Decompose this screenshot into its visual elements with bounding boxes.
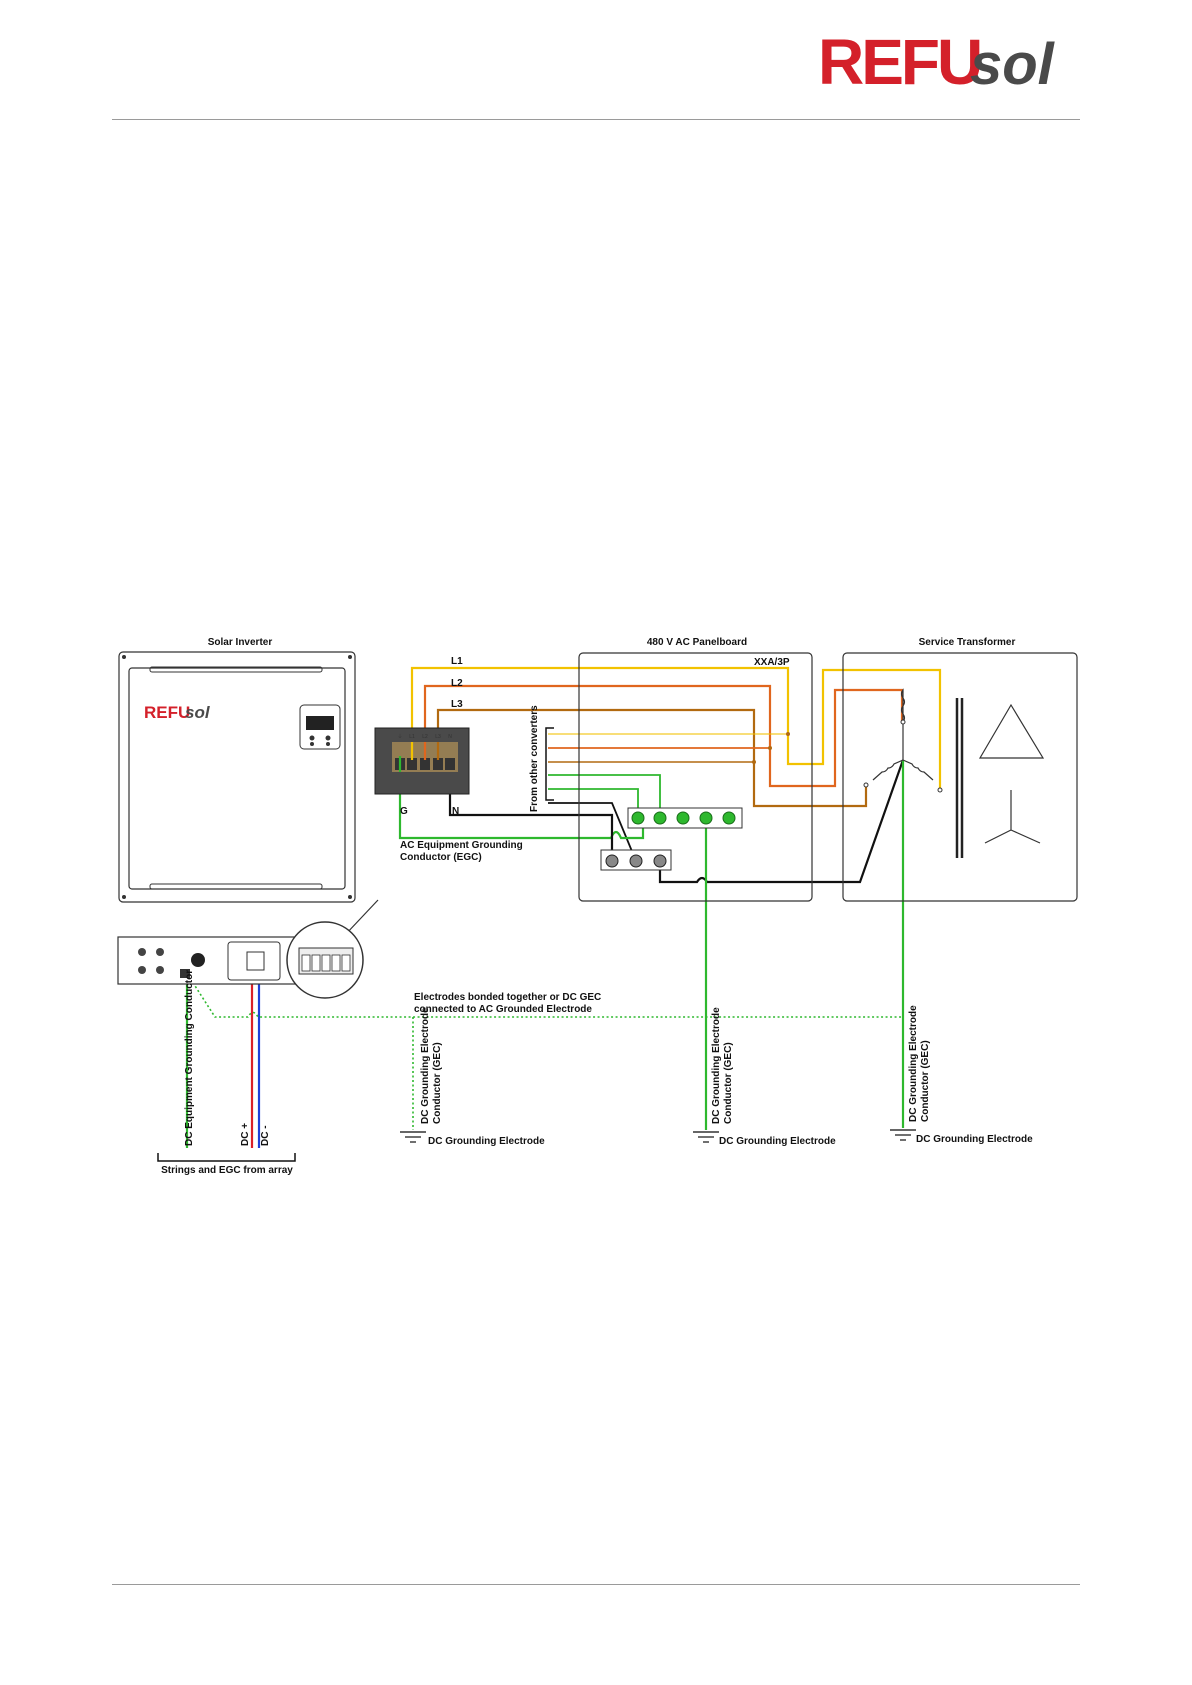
wye-secondary-coils [872,688,934,781]
svg-text:L2: L2 [422,734,428,740]
inverter-screw [122,895,126,899]
panelboard-title: 480 V AC Panelboard [647,637,747,648]
label-g: G [400,806,408,817]
inverter-screw [122,655,126,659]
inverter-title: Solar Inverter [208,637,273,648]
inverter-bottom-ridge [149,883,323,890]
secondary-terminal [937,787,943,793]
svg-text:N: N [448,734,452,740]
inverter-button [310,742,314,746]
ground-symbol-transformer [890,1129,916,1141]
panelboard-enclosure [578,652,813,902]
inverter-knob [138,966,146,974]
wire-l3 [436,708,868,808]
inverter-knob [156,966,164,974]
ground-symbol-dc [400,1131,426,1143]
neutral-bar-lugs [605,854,667,868]
dc-ge-label-3: DC Grounding Electrode [916,1134,1033,1145]
label-l1: L1 [451,656,463,667]
dc-switch [246,951,265,971]
refusol-logo: REFU sol [818,28,1056,90]
label-n: N [452,806,459,817]
inverter-logo-refu: REFU [144,703,190,722]
other-converters-bracket [545,727,554,801]
dc-egc-label: DC Equipment Grounding Conductor [184,970,195,1146]
dc-gec-label-3a: DC Grounding Electrode [908,1005,919,1122]
inverter-screw [348,895,352,899]
dc-ground-terminal [180,969,190,978]
inverter-button [309,735,315,741]
dc-gec-label-3b: Conductor (GEC) [920,1040,931,1122]
wire-other-g1 [548,774,661,818]
inverter-knob [138,948,146,956]
inverter-screw [348,655,352,659]
label-l2: L2 [451,678,463,689]
electrodes-bonded-line2: connected to AC Grounded Electrode [414,1004,592,1015]
magnified-terminals [301,954,351,972]
junction-dot [786,732,790,736]
ground-symbol-panel [693,1131,719,1143]
strings-bracket [157,1153,296,1162]
svg-text:⏚: ⏚ [397,733,402,740]
wye-primary-symbol [984,790,1041,844]
inverter-top-ridge [149,666,323,673]
dc-minus-label: DC - [260,1125,271,1146]
junction-dot [752,760,756,764]
ground-bar-lugs [631,811,736,825]
dc-gec-label-1a: DC Grounding Electrode [420,1007,431,1124]
dc-gec-label-2a: DC Grounding Electrode [711,1007,722,1124]
transformer-enclosure [842,652,1078,902]
breaker-rating: XXA/3P [754,657,790,668]
ac-egc-label-line1: AC Equipment Grounding [400,840,523,851]
header-divider [112,119,1080,120]
inverter-rotary-switch [191,953,205,967]
inverter-logo-sol: sol [185,703,211,722]
dc-gec-label-2b: Conductor (GEC) [723,1042,734,1124]
strings-label: Strings and EGC from array [161,1165,293,1176]
inverter-knob [156,948,164,956]
wire-l2 [423,684,904,788]
wire-other-n [548,802,637,862]
svg-text:L3: L3 [435,734,441,740]
inverter-display-screen [306,716,334,730]
footer-divider [112,1584,1080,1585]
magnifier-leader [344,899,379,936]
electrodes-bonded-line1: Electrodes bonded together or DC GEC [414,992,601,1003]
dc-gec-label-1b: Conductor (GEC) [432,1042,443,1124]
svg-text:L1: L1 [409,734,415,740]
junction-dot [768,746,772,750]
transformer-title: Service Transformer [919,637,1016,648]
label-l3: L3 [451,699,463,710]
logo-refu-text: REFU [818,28,980,90]
inverter-button [326,742,330,746]
inverter-inner-panel [128,667,346,890]
secondary-terminal [900,719,906,725]
ac-egc-label-line2: Conductor (EGC) [400,852,482,863]
dc-plus-label: DC + [240,1123,251,1146]
dc-ge-label-1: DC Grounding Electrode [428,1136,545,1147]
inverter-button [325,735,331,741]
from-other-converters-label: From other converters [529,705,540,812]
secondary-terminal [863,782,869,788]
wire-electrode-bond [187,974,903,1018]
wire-l1 [410,666,942,790]
logo-sol-text: sol [970,32,1056,90]
delta-primary-symbol [978,703,1045,759]
terminal-letters: ⏚ L1 L2 L3 N [397,733,452,740]
dc-ge-label-2: DC Grounding Electrode [719,1136,836,1147]
